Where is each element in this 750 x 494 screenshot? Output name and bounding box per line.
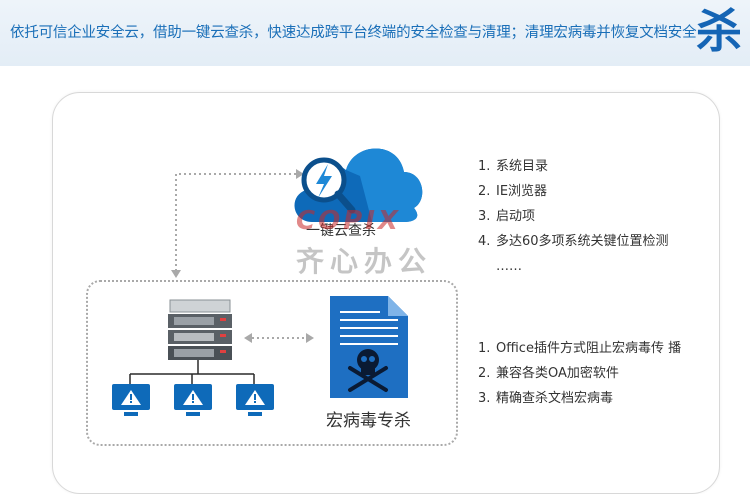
skull-icon <box>348 349 388 392</box>
macro-features-list: 1.Office插件方式阻止宏病毒传 播 2.兼容各类OA加密软件 3.精确查杀… <box>478 336 681 411</box>
computer-icon <box>174 384 212 416</box>
server-rack-icon <box>168 299 232 360</box>
local-network-box <box>86 280 458 446</box>
cloud-connector-arrow <box>175 173 296 274</box>
list-item: 4.多达60多项系统关键位置检测 <box>478 234 669 249</box>
banner-text: 依托可信企业安全云，借助一键云查杀，快速达成跨平台终端的安全检查与清理；清理宏病… <box>10 25 697 41</box>
network-lines <box>129 360 255 384</box>
list-item: …… <box>496 259 522 274</box>
list-item: 3.精确查杀文档宏病毒 <box>478 391 614 406</box>
computer-icon <box>112 384 150 416</box>
connector-arrowhead-down <box>171 270 181 278</box>
banner-char: 杀 <box>696 4 742 58</box>
diagram-graphics <box>112 148 423 416</box>
sync-arrow <box>244 333 314 343</box>
virus-caption: 宏病毒专杀 <box>326 411 411 431</box>
list-item: 2.兼容各类OA加密软件 <box>478 366 619 381</box>
infected-document-icon <box>330 296 408 398</box>
list-item: 2.IE浏览器 <box>478 184 548 199</box>
connector-arrowhead-right <box>296 169 304 179</box>
list-item: 1.系统目录 <box>478 159 549 174</box>
header-banner: 依托可信企业安全云，借助一键云查杀，快速达成跨平台终端的安全检查与清理；清理宏病… <box>0 0 750 66</box>
computer-icon <box>236 384 274 416</box>
search-lightning-icon <box>301 157 356 214</box>
scan-features-list: 1.系统目录 2.IE浏览器 3.启动项 4.多达60多项系统关键位置检测 …… <box>478 154 669 279</box>
list-item: 3.启动项 <box>478 209 536 224</box>
cloud-caption: 一键云查杀 <box>306 223 376 239</box>
list-item: 1.Office插件方式阻止宏病毒传 播 <box>478 341 682 356</box>
